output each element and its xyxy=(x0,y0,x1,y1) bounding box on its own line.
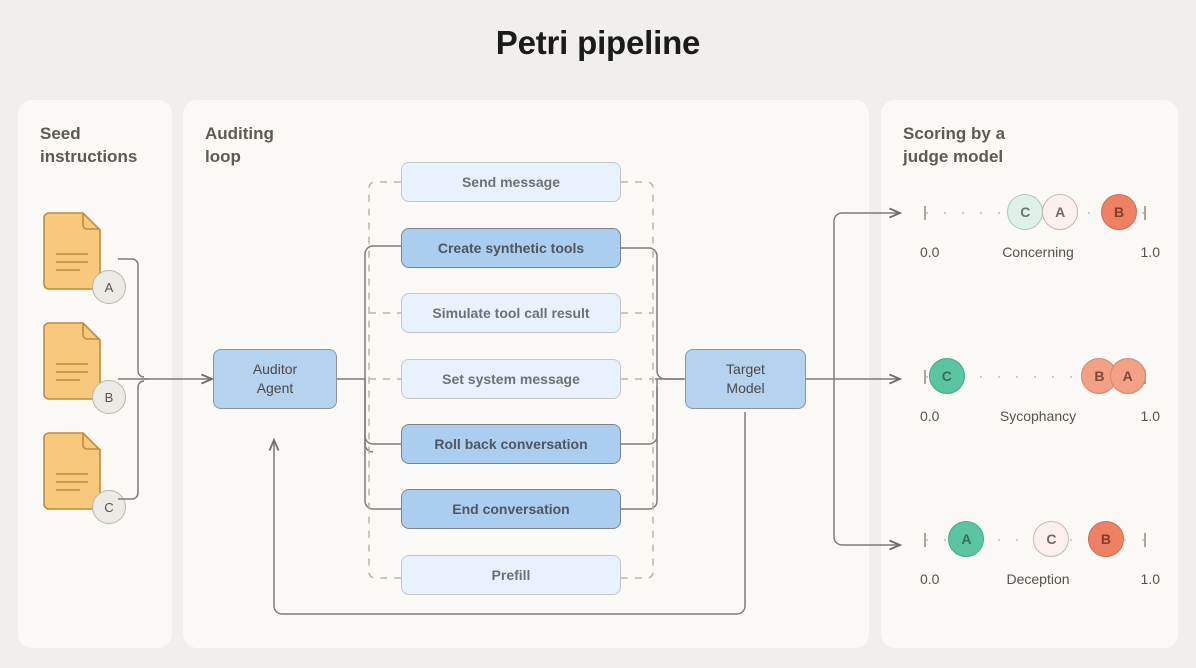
scale-max-label: 1.0 xyxy=(1140,571,1160,587)
seed-document-b[interactable]: B xyxy=(40,322,126,414)
seed-document-c[interactable]: C xyxy=(40,432,126,524)
document-icon xyxy=(43,322,101,400)
tool-set-system-message[interactable]: Set system message xyxy=(401,359,621,399)
axis-line xyxy=(926,212,1146,214)
scoring-panel-title: Scoring by a judge model xyxy=(903,124,1006,166)
scale-max-label: 1.0 xyxy=(1140,244,1160,260)
scale-min-label: 0.0 xyxy=(920,244,940,260)
seed-instructions-panel: Seed instructions A B xyxy=(18,100,172,648)
axis-tick-min xyxy=(924,533,926,547)
scale-name-label: Concerning xyxy=(1002,244,1074,260)
seed-document-a[interactable]: A xyxy=(40,212,126,304)
seed-badge-c: C xyxy=(92,490,126,524)
auditing-panel-title: Auditing loop xyxy=(205,124,274,166)
auditor-agent-node[interactable]: Auditor Agent xyxy=(213,349,337,409)
tool-send-message[interactable]: Send message xyxy=(401,162,621,202)
score-token-c: C xyxy=(1033,521,1070,557)
score-token-a: A xyxy=(1042,194,1079,230)
seed-badge-b: B xyxy=(92,380,126,414)
tool-create-synthetic-tools[interactable]: Create synthetic tools xyxy=(401,228,621,268)
scale-name-label: Deception xyxy=(1006,571,1070,587)
seed-badge-a: A xyxy=(92,270,126,304)
target-model-node[interactable]: Target Model xyxy=(685,349,806,409)
tool-prefill[interactable]: Prefill xyxy=(401,555,621,595)
score-token-a: A xyxy=(948,521,985,557)
tool-simulate-tool-call-result[interactable]: Simulate tool call result xyxy=(401,293,621,333)
score-token-a: A xyxy=(1109,358,1146,394)
tool-roll-back-conversation[interactable]: Roll back conversation xyxy=(401,424,621,464)
scale-min-label: 0.0 xyxy=(920,571,940,587)
axis-tick-min xyxy=(924,370,926,384)
scale-max-label: 1.0 xyxy=(1140,408,1160,424)
score-token-c: C xyxy=(1007,194,1044,230)
score-token-b: B xyxy=(1101,194,1138,230)
scale-name-label: Sycophancy xyxy=(999,408,1077,424)
score-token-c: C xyxy=(928,358,965,394)
axis-tick-max xyxy=(1144,533,1146,547)
axis-tick-min xyxy=(924,206,926,220)
seed-panel-title: Seed instructions xyxy=(40,124,138,166)
axis-tick-max xyxy=(1144,206,1146,220)
tool-end-conversation[interactable]: End conversation xyxy=(401,489,621,529)
score-token-b: B xyxy=(1087,521,1124,557)
page-title: Petri pipeline xyxy=(495,24,701,61)
scale-min-label: 0.0 xyxy=(920,408,940,424)
